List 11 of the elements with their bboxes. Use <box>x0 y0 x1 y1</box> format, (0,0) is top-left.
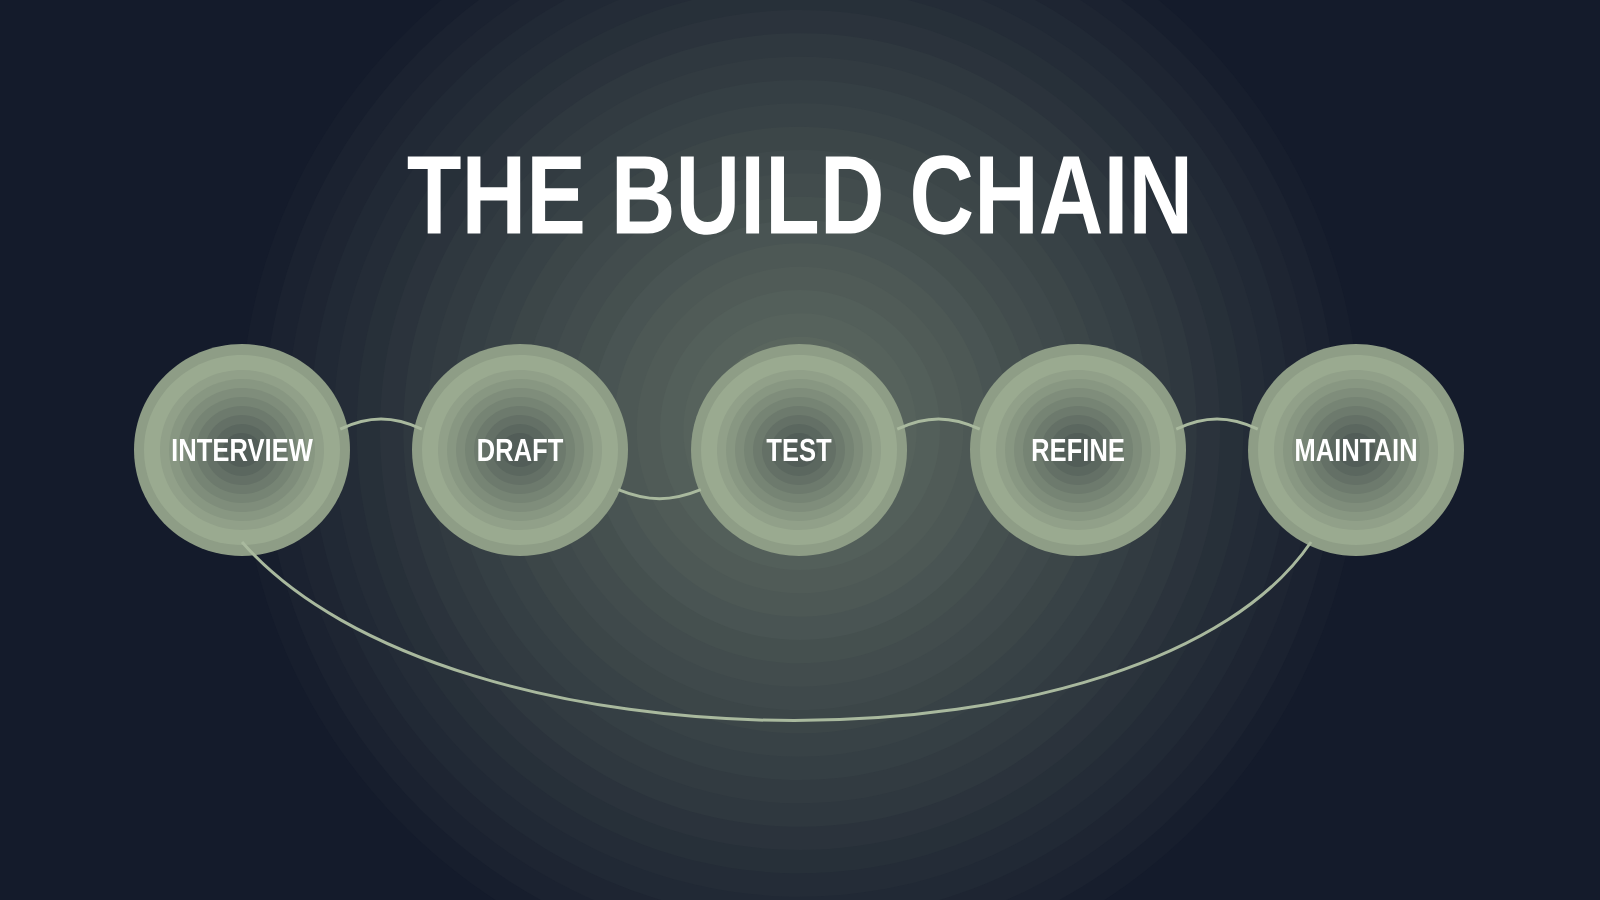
process-blob: DRAFT <box>412 344 628 556</box>
process-blob: INTERVIEW <box>134 344 350 556</box>
connector-line <box>339 417 423 431</box>
connector-line <box>241 540 1313 722</box>
title: THE BUILD CHAIN <box>407 155 1188 235</box>
process-blob: TEST <box>691 344 907 556</box>
connector-line <box>617 488 702 501</box>
connector-line <box>896 417 981 431</box>
connector-line <box>1175 417 1259 431</box>
process-blob: MAINTAIN <box>1248 344 1464 556</box>
process-blob: REFINE <box>970 344 1186 556</box>
